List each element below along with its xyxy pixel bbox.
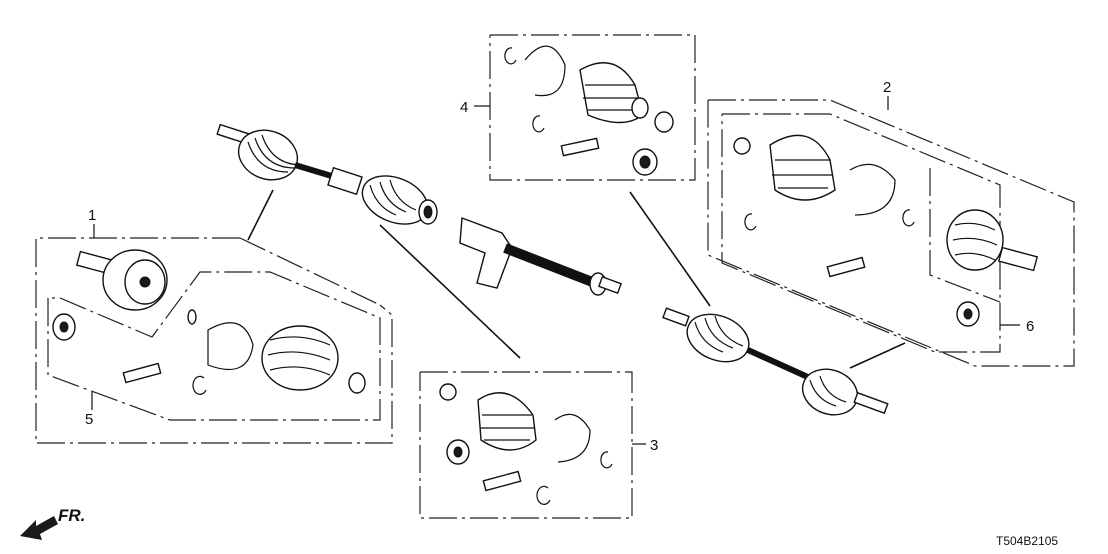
callout-4: 4 <box>460 99 468 116</box>
group-box-6 <box>721 113 1001 353</box>
parts-group-5 <box>52 309 366 395</box>
parts-group-3 <box>439 383 613 505</box>
callout-3: 3 <box>650 437 658 454</box>
drive-shaft-assembly-left <box>216 123 438 225</box>
group-box-4 <box>489 34 696 181</box>
group-box-2 <box>707 99 1075 367</box>
front-direction-arrow-icon <box>20 516 58 540</box>
group-box-1 <box>35 237 393 444</box>
drive-shaft-assembly-right <box>662 307 889 416</box>
front-direction-label: FR. <box>58 506 85 525</box>
leader-lines <box>91 96 1020 445</box>
diagram-code: T504B2105 <box>996 534 1058 548</box>
parts-group-4 <box>504 45 674 176</box>
group-box-5 <box>47 271 381 421</box>
intermediate-shaft <box>459 217 623 296</box>
callout-1: 1 <box>88 207 96 224</box>
callout-5: 5 <box>85 411 93 428</box>
outboard-joint-1 <box>75 249 168 311</box>
parts-group-2 <box>733 134 1039 327</box>
callout-6: 6 <box>1026 318 1034 335</box>
callout-2: 2 <box>883 79 891 96</box>
group-box-3 <box>419 371 633 519</box>
